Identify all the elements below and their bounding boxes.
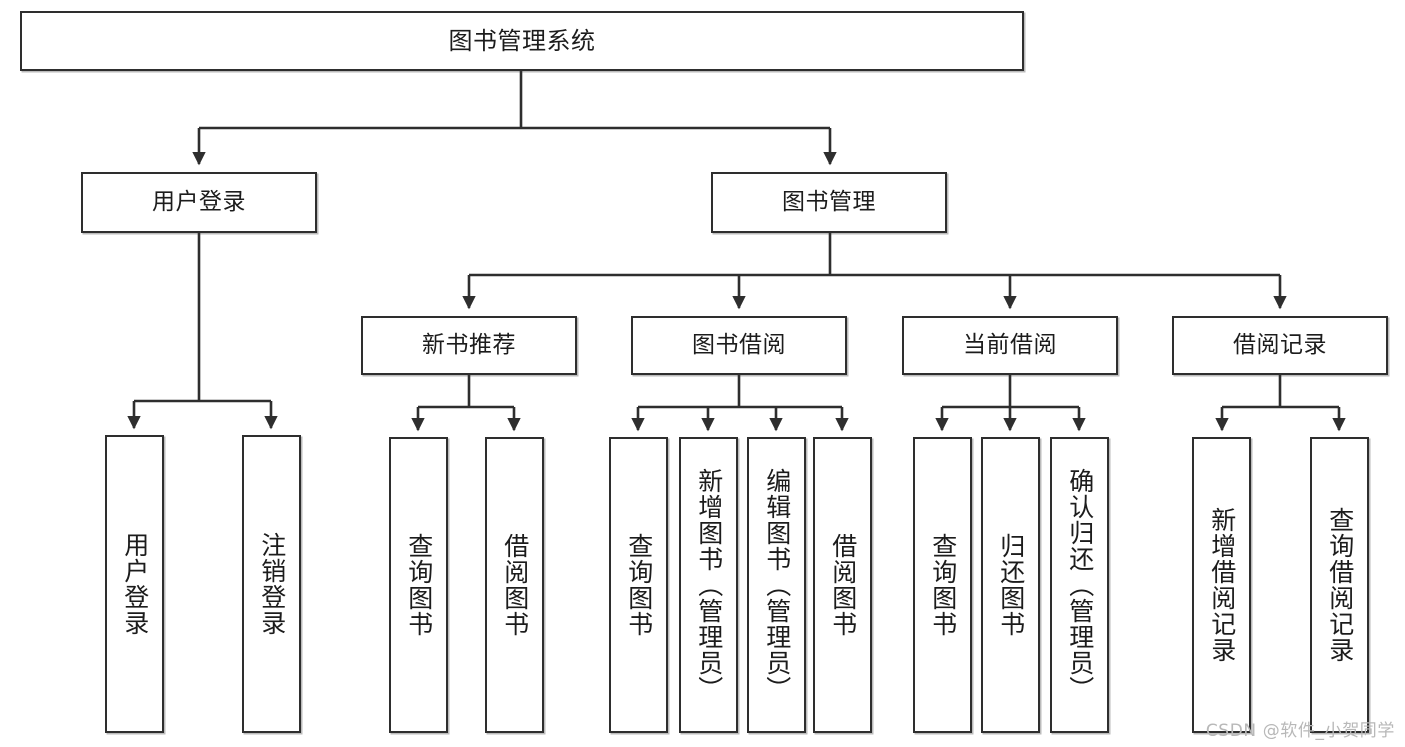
node-label: 借阅图书 — [828, 533, 858, 637]
node-label: 借阅记录 — [1233, 331, 1327, 358]
node-label: 用户登录 — [152, 188, 246, 215]
node-root-book-management-system[interactable]: 图书管理系统 — [20, 11, 1024, 71]
node-current-borrow[interactable]: 当前借阅 — [902, 316, 1118, 375]
node-borrow-record[interactable]: 借阅记录 — [1172, 316, 1388, 375]
node-label: 图书管理 — [782, 188, 876, 215]
node-label: 查询图书 — [928, 533, 958, 637]
node-leaf-query-record[interactable]: 查询借阅记录 — [1310, 437, 1369, 733]
node-label: 查询图书 — [624, 533, 654, 637]
node-label: 编辑图书（管理员） — [762, 468, 792, 702]
node-label: 注销登录 — [257, 532, 287, 636]
node-user-login[interactable]: 用户登录 — [81, 172, 317, 233]
watermark-text: CSDN @软件_小贺同学 — [1205, 721, 1395, 741]
node-leaf-edit-book[interactable]: 编辑图书（管理员） — [747, 437, 806, 733]
node-label: 新增图书（管理员） — [694, 468, 724, 702]
node-label: 确认归还（管理员） — [1065, 468, 1095, 702]
node-leaf-logout[interactable]: 注销登录 — [242, 435, 301, 733]
node-book-borrow[interactable]: 图书借阅 — [631, 316, 847, 375]
node-leaf-add-book[interactable]: 新增图书（管理员） — [679, 437, 738, 733]
node-leaf-query-book-1[interactable]: 查询图书 — [389, 437, 448, 733]
node-label: 查询借阅记录 — [1325, 507, 1355, 663]
node-label: 图书借阅 — [692, 331, 786, 358]
node-label: 当前借阅 — [963, 331, 1057, 358]
node-leaf-confirm-return[interactable]: 确认归还（管理员） — [1050, 437, 1109, 733]
node-new-book-recommend[interactable]: 新书推荐 — [361, 316, 577, 375]
node-leaf-borrow-book-1[interactable]: 借阅图书 — [485, 437, 544, 733]
node-label: 归还图书 — [996, 533, 1026, 637]
node-label: 图书管理系统 — [448, 26, 596, 55]
node-label: 新书推荐 — [422, 331, 516, 358]
node-leaf-query-book-3[interactable]: 查询图书 — [913, 437, 972, 733]
node-leaf-return-book[interactable]: 归还图书 — [981, 437, 1040, 733]
node-leaf-user-login[interactable]: 用户登录 — [105, 435, 164, 733]
node-label: 用户登录 — [120, 532, 150, 636]
node-leaf-add-record[interactable]: 新增借阅记录 — [1192, 437, 1251, 733]
node-leaf-borrow-book-2[interactable]: 借阅图书 — [813, 437, 872, 733]
node-label: 查询图书 — [404, 533, 434, 637]
node-book-manage[interactable]: 图书管理 — [711, 172, 947, 233]
node-leaf-query-book-2[interactable]: 查询图书 — [609, 437, 668, 733]
node-label: 新增借阅记录 — [1207, 507, 1237, 663]
node-label: 借阅图书 — [500, 533, 530, 637]
